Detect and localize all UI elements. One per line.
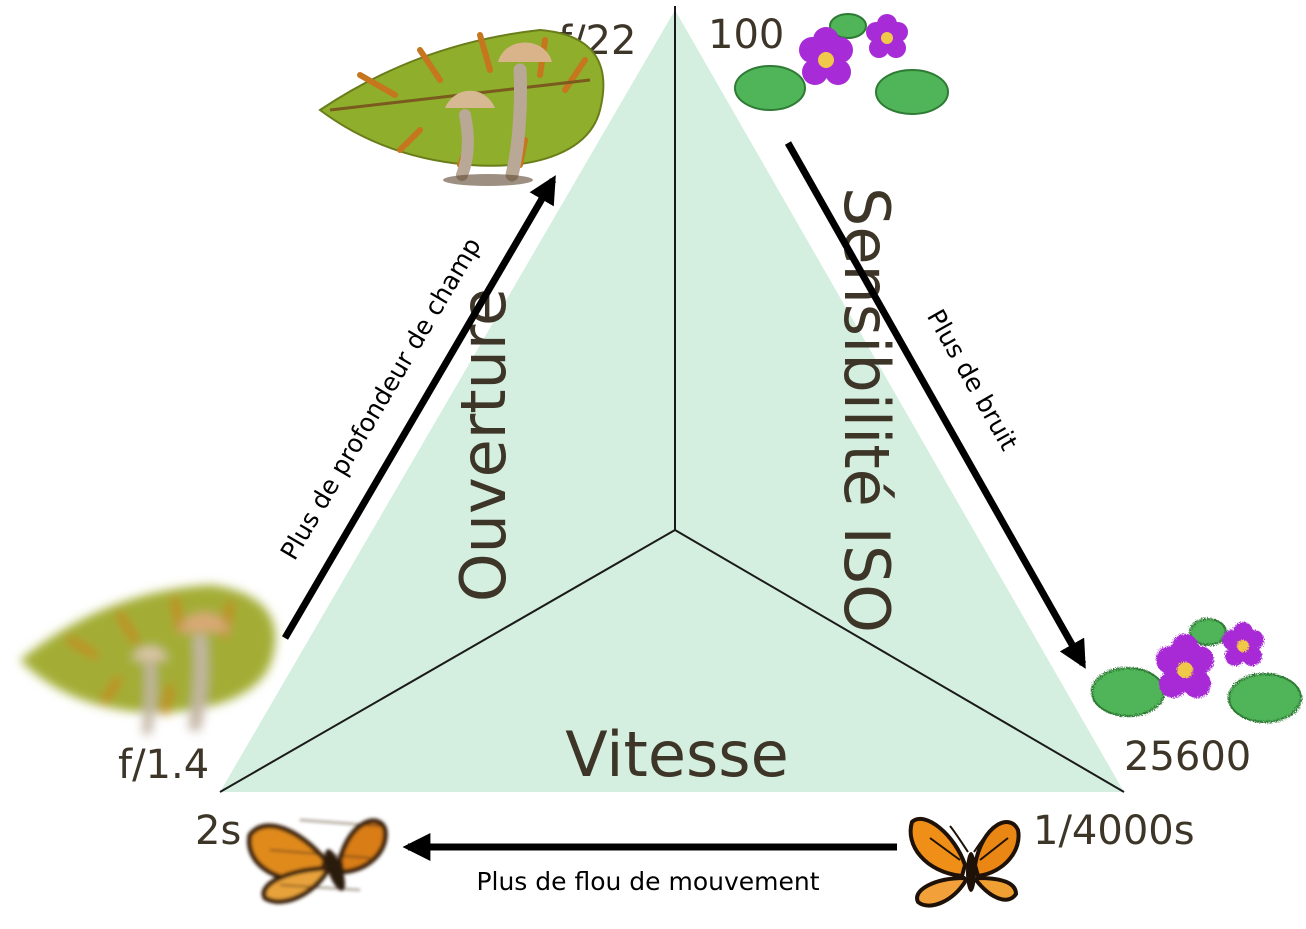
divider-left	[219, 529, 676, 793]
iso-min-label: 100	[708, 12, 784, 58]
speed-slow-label: 2s	[195, 808, 241, 854]
aperture-arrow	[281, 175, 557, 640]
section-label-iso: Sensibilité ISO	[830, 187, 903, 633]
iso-arrow	[784, 141, 1087, 669]
blurred-butterfly-icon	[246, 818, 388, 905]
speed-fast-label: 1/4000s	[1033, 808, 1195, 854]
section-label-speed: Vitesse	[565, 718, 788, 791]
blurred-leaf-mushroom-icon	[20, 585, 276, 735]
iso-max-label: 25600	[1124, 734, 1251, 780]
divider-right	[674, 529, 1125, 793]
aperture-min-label: f/1.4	[118, 742, 209, 788]
iso-effect-caption: Plus de bruit	[921, 304, 1024, 455]
sharp-leaf-mushroom-icon	[318, 28, 605, 186]
noisy-primrose-icon	[1091, 618, 1302, 723]
sharp-butterfly-icon	[908, 816, 1021, 908]
section-label-aperture: Ouverture	[447, 288, 520, 602]
clean-primrose-icon	[734, 13, 949, 115]
exposure-triangle	[220, 10, 1124, 792]
speed-effect-caption: Plus de flou de mouvement	[476, 867, 819, 896]
